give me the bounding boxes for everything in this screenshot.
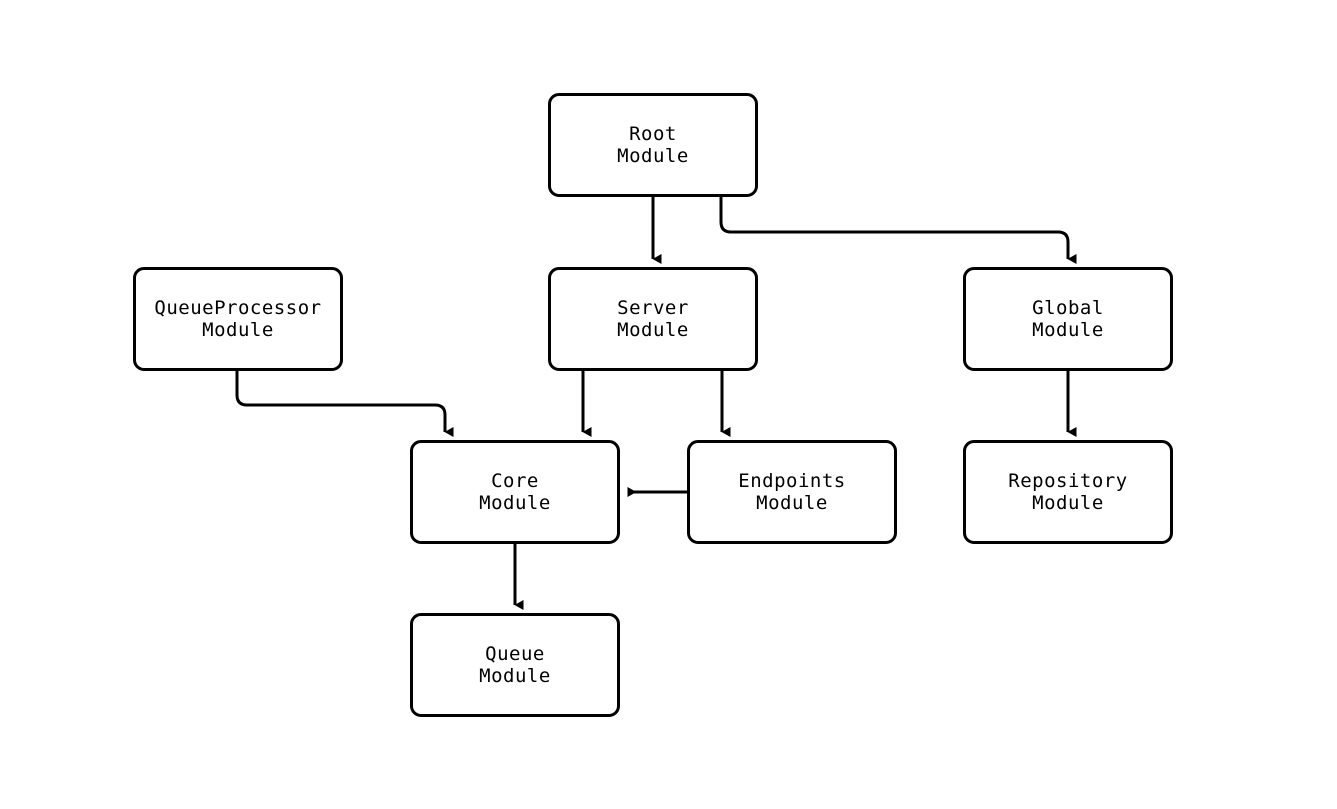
node-label-suffix: Module [1032,492,1104,514]
node-label-name: Repository [1008,470,1128,492]
node-label-suffix: Module [479,492,551,514]
node-label-name: Queue [485,643,545,665]
edge-queueprocessor-to-core [235,371,454,437]
node-label-name: Global [1032,297,1104,319]
node-label-suffix: Module [756,492,828,514]
edge-root-to-global [719,197,1077,264]
node-label-suffix: Module [479,665,551,687]
node-label-suffix: Module [202,319,274,341]
node-label-name: QueueProcessor [154,297,322,319]
node-label-name: Root [629,123,677,145]
node-label-suffix: Module [617,145,689,167]
node-label-suffix: Module [1032,319,1104,341]
node-label-suffix: Module [617,319,689,341]
node-label-name: Core [491,470,539,492]
node-label-name: Server [617,297,689,319]
node-label-name: Endpoints [738,470,846,492]
